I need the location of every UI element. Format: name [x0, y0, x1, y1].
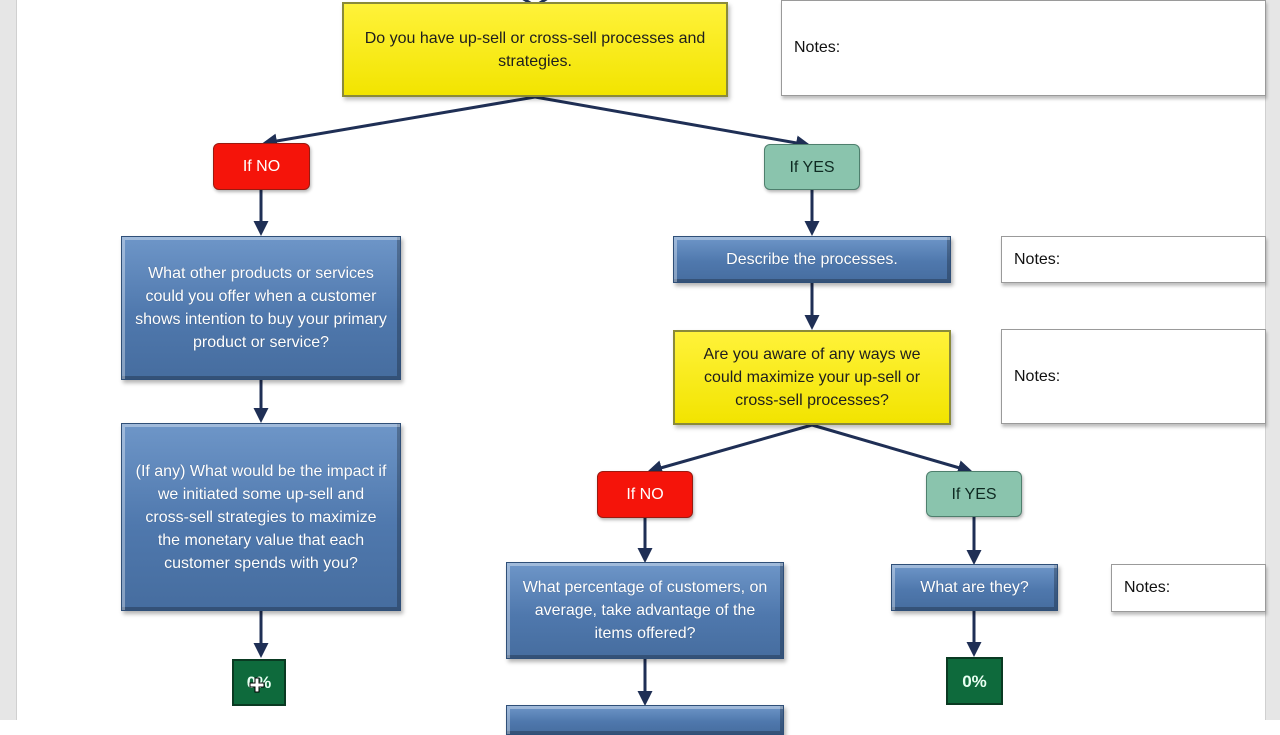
notes-box-describe[interactable]: Notes:: [1001, 236, 1266, 283]
step-impact-strategies-text: (If any) What would be the impact if we …: [135, 462, 387, 572]
left-frame-edge: [0, 0, 17, 720]
step-next-partial[interactable]: [506, 705, 784, 735]
branch-if-yes[interactable]: If YES: [764, 144, 860, 190]
branch-if-no-2-label: If NO: [626, 486, 664, 503]
notes-box-what[interactable]: Notes:: [1111, 564, 1266, 612]
branch-if-no-label: If NO: [242, 158, 281, 175]
move-cursor-icon: [249, 677, 265, 693]
percent-value-yes-branch: 0%: [962, 671, 987, 691]
notes-box-top[interactable]: Notes:: [781, 0, 1266, 96]
right-frame-edge: [1265, 0, 1280, 720]
step-what-are-they-text: What are they?: [920, 579, 1029, 596]
question-maximize-awareness-text: Are you aware of any ways we could maxim…: [703, 346, 921, 409]
branch-if-yes-label: If YES: [789, 158, 835, 176]
question-maximize-awareness[interactable]: Are you aware of any ways we could maxim…: [673, 330, 951, 425]
step-other-products-text: What other products or services could yo…: [135, 265, 387, 351]
arrow-q1-to-no: [262, 95, 536, 149]
step-describe-processes[interactable]: Describe the processes.: [673, 236, 951, 283]
percent-box-yes-branch[interactable]: 0%: [946, 657, 1003, 705]
step-what-are-they[interactable]: What are they?: [891, 564, 1058, 611]
step-impact-strategies[interactable]: (If any) What would be the impact if we …: [121, 423, 401, 611]
arrow-q1-to-yes: [534, 95, 811, 151]
branch-if-no-2[interactable]: If NO: [597, 471, 693, 518]
step-percentage-customers-text: What percentage of customers, on average…: [522, 579, 768, 642]
step-describe-processes-text: Describe the processes.: [726, 251, 898, 268]
notes-box-aware[interactable]: Notes:: [1001, 329, 1266, 424]
notes-label-what: Notes:: [1124, 579, 1171, 596]
arrow-aware-to-no: [647, 423, 813, 475]
question-upsell-processes[interactable]: Do you have up-sell or cross-sell proces…: [342, 2, 728, 97]
step-other-products[interactable]: What other products or services could yo…: [121, 236, 401, 380]
notes-label-top: Notes:: [794, 39, 841, 56]
branch-if-yes-2[interactable]: If YES: [926, 471, 1022, 517]
step-percentage-customers[interactable]: What percentage of customers, on average…: [506, 562, 784, 659]
arrow-aware-to-yes: [811, 423, 973, 475]
branch-if-no[interactable]: If NO: [213, 143, 310, 190]
notes-label-describe: Notes:: [1014, 250, 1061, 268]
notes-label-aware: Notes:: [1014, 367, 1061, 385]
branch-if-yes-2-label: If YES: [951, 485, 997, 503]
question-upsell-processes-text: Do you have up-sell or cross-sell proces…: [364, 29, 706, 70]
